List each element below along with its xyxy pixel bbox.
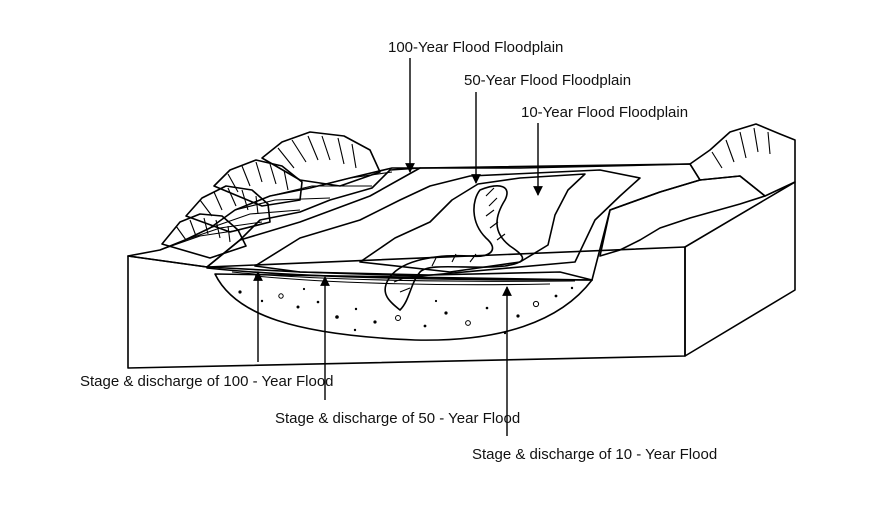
block-right-face	[684, 181, 796, 357]
label-floodplain-50: 50-Year Flood Floodplain	[464, 72, 631, 89]
floodplain-top-line	[419, 163, 691, 169]
sediment-dots	[238, 286, 574, 335]
mountains-left	[161, 131, 381, 259]
label-floodplain-100: 100-Year Flood Floodplain	[388, 39, 563, 56]
stage-line-10	[254, 275, 551, 286]
stage-line-50	[231, 271, 576, 282]
mountain-right	[599, 123, 796, 257]
alluvium-layer	[214, 273, 593, 341]
floodplain-10-area	[359, 173, 586, 273]
label-stage-50: Stage & discharge of 50 - Year Flood	[275, 410, 520, 427]
stage-line-100	[206, 267, 593, 281]
floodplain-100-area	[206, 163, 701, 281]
floodplain-50-area	[254, 169, 641, 277]
label-stage-10: Stage & discharge of 10 - Year Flood	[472, 446, 717, 463]
label-floodplain-10: 10-Year Flood Floodplain	[521, 104, 688, 121]
river-channel	[384, 185, 524, 311]
terrace-steps	[127, 167, 421, 268]
channel-bank-hatch	[393, 187, 506, 293]
label-stage-100: Stage & discharge of 100 - Year Flood	[80, 373, 334, 390]
